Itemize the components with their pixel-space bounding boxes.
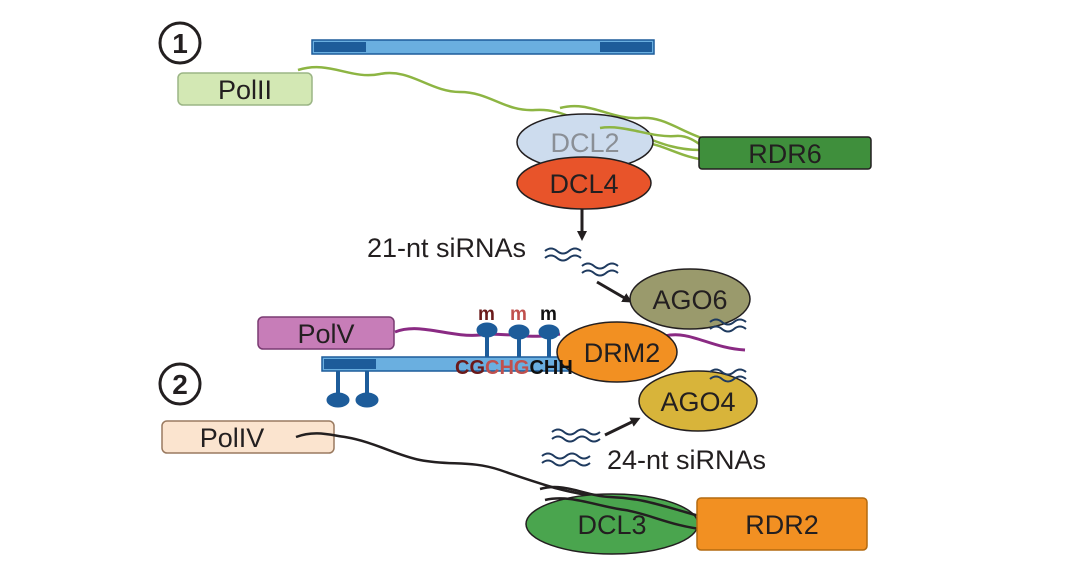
ago4-bound-sirna (709, 368, 747, 383)
ago6-label: AGO6 (652, 285, 727, 315)
dna-strand-1 (311, 39, 655, 55)
polii-label: PolII (218, 75, 272, 105)
sirna-24nt-label: 24-nt siRNAs (607, 445, 766, 475)
sirna-24nt-duplexes (541, 428, 601, 467)
poliv-box: PolIV (161, 420, 335, 454)
rdr2-dsrna-bottom (544, 497, 709, 532)
polii-box: PolII (177, 72, 313, 106)
polv-label: PolV (297, 319, 354, 349)
dcl4-ellipse: DCL4 (516, 156, 652, 210)
dcl2-label: DCL2 (550, 128, 619, 158)
dcl4-label: DCL4 (549, 169, 618, 199)
sirna-21nt-label: 21-nt siRNAs (367, 233, 526, 263)
dcl3-ellipse: DCL3 (525, 493, 699, 555)
step-2-number: 2 (172, 369, 188, 400)
sirna24-to-ago4-arrow (604, 417, 641, 437)
drm2-label: DRM2 (584, 338, 661, 368)
context-chg: CHG (485, 357, 529, 379)
context-cg: CG (455, 357, 485, 379)
step-2-marker: 2 (158, 362, 202, 406)
ago4-label: AGO4 (660, 387, 735, 417)
rdr6-box: RDR6 (698, 136, 872, 170)
ago6-ellipse: AGO6 (629, 268, 751, 330)
methyl-mark-chg: m (510, 304, 527, 325)
rdr2-label: RDR2 (745, 510, 819, 540)
polv-box: PolV (257, 316, 395, 350)
methyl-mark-chh: m (540, 304, 557, 325)
methylation-pins-bottom (326, 371, 379, 408)
step-1-number: 1 (172, 28, 188, 59)
rdr6-label: RDR6 (748, 139, 822, 169)
drm2-ellipse: DRM2 (556, 321, 678, 383)
poliv-label: PolIV (200, 423, 265, 453)
context-chh: CHH (529, 357, 572, 379)
sirna21-to-ago6-arrow (596, 280, 633, 303)
step-1-marker: 1 (158, 21, 202, 65)
rdr2-box: RDR2 (696, 497, 868, 551)
ago6-bound-sirna (709, 318, 747, 333)
sirna-21nt-duplexes (544, 247, 619, 277)
methylation-pins-top (476, 322, 560, 357)
ago4-ellipse: AGO4 (638, 370, 758, 432)
dcl3-label: DCL3 (577, 510, 646, 540)
rdr6-dsrna-top (559, 104, 709, 142)
sequence-contexts: CGCHGCHH (455, 357, 573, 379)
methyl-mark-cg: m (478, 304, 495, 325)
